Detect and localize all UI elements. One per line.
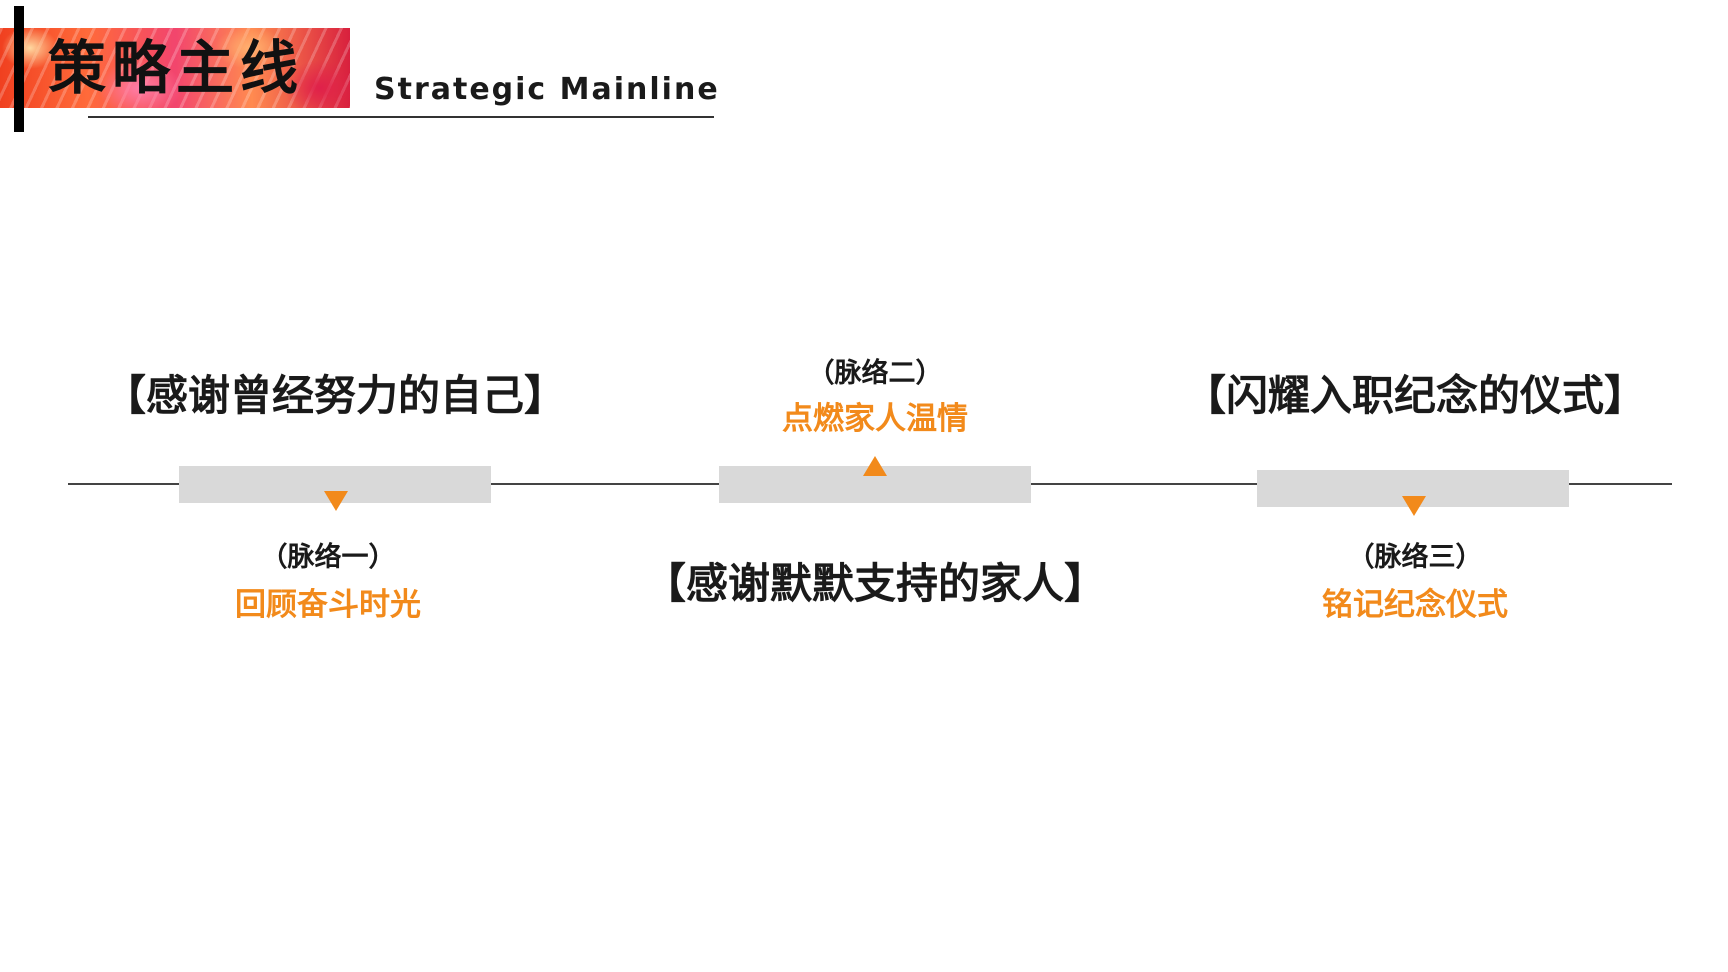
node-3-sub-label: 铭记纪念仪式	[1322, 587, 1508, 623]
arrow-down-icon	[1402, 496, 1426, 516]
page-title: 策略主线	[48, 34, 305, 102]
node-1-sub-label: 回顾奋斗时光	[235, 587, 421, 623]
node-2-sub-label: 点燃家人温情	[782, 401, 968, 437]
arrow-down-icon	[324, 491, 348, 511]
header-banner-image	[0, 28, 350, 108]
node-2-vein-label: （脉络二）	[807, 358, 943, 389]
node-3-vein-label: （脉络三）	[1347, 542, 1483, 573]
arrow-up-icon	[863, 456, 887, 476]
page-subtitle: Strategic Mainline	[374, 72, 720, 107]
node-1-vein-label: （脉络一）	[260, 542, 396, 573]
node-2-main-label: 【感谢默默支持的家人】	[643, 559, 1106, 608]
header-accent-bar	[14, 6, 24, 132]
node-1-main-label: 【感谢曾经努力的自己】	[103, 371, 566, 420]
node-3-main-label: 【闪耀入职纪念的仪式】	[1183, 371, 1646, 420]
header-divider	[88, 116, 714, 118]
